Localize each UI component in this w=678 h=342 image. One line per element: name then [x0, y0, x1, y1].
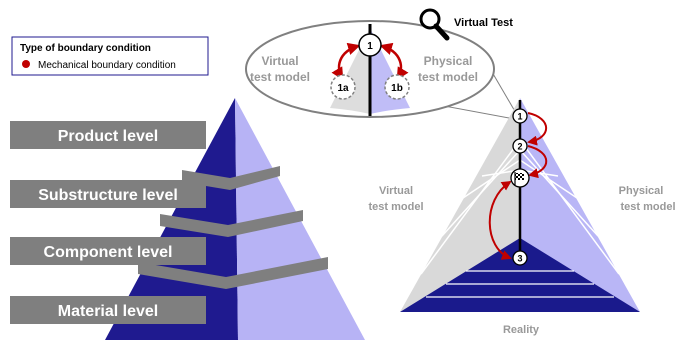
- right-node-2: [512, 138, 528, 154]
- right-node-1: [512, 108, 528, 124]
- right-node-2-label: 2: [517, 142, 522, 152]
- level-bar-product: [10, 121, 206, 149]
- virtual-test-label: Virtual Test: [454, 17, 513, 29]
- reality-label: Reality: [503, 324, 540, 336]
- right-node-3-label: 3: [517, 254, 522, 264]
- legend-title: Type of boundary condition: [20, 43, 151, 54]
- level-label-component: Component level: [44, 244, 173, 261]
- level-bar-substructure: [10, 180, 206, 208]
- magnified-virtual-line1: Virtual: [261, 54, 298, 68]
- legend-red-dot: [22, 60, 30, 68]
- right-node-1-label: 1: [517, 112, 522, 122]
- arrow-2-to-flag: [527, 145, 548, 179]
- right-pyramid: 1 2 3: [400, 98, 640, 312]
- level-bar-material: [10, 296, 206, 324]
- level-bar-component: [10, 237, 206, 265]
- magnified-node-1b: [384, 74, 410, 100]
- magnified-physical-line1: Physical: [424, 54, 473, 68]
- magnified-node-1a-label: 1a: [337, 83, 349, 94]
- pyramid-band-2: [160, 210, 303, 237]
- magnified-view: Virtual test model Physical test model 1…: [245, 20, 495, 118]
- arrow-flag-to-3: [488, 180, 512, 260]
- pyramid-band-1: [182, 166, 280, 190]
- magnified-node-1-label: 1: [367, 41, 373, 52]
- magnifier-icon: [419, 8, 450, 41]
- checkered-flag-icon: [510, 168, 530, 188]
- legend-item-label: Mechanical boundary condition: [38, 60, 176, 71]
- magnified-node-1b-label: 1b: [391, 83, 403, 94]
- magnified-node-1a: [330, 74, 356, 100]
- magnified-virtual-line2: test model: [250, 70, 310, 84]
- virtual-label-line2: test model: [368, 201, 423, 213]
- physical-label-line2: test model: [620, 201, 675, 213]
- right-node-3: [512, 250, 528, 266]
- reality-face: [400, 238, 640, 312]
- arrow-1-to-2: [527, 112, 547, 146]
- left-pyramid: Product level Substructure level Compone…: [10, 98, 365, 340]
- magnified-physical-line2: test model: [418, 70, 478, 84]
- physical-label-line1: Physical: [619, 185, 664, 197]
- virtual-label-line1: Virtual: [379, 185, 413, 197]
- legend-box: Type of boundary condition Mechanical bo…: [11, 36, 209, 76]
- pyramid-band-3: [138, 257, 328, 289]
- level-label-product: Product level: [58, 128, 158, 145]
- level-label-substructure: Substructure level: [38, 187, 178, 204]
- magnified-node-1: [358, 33, 382, 57]
- level-label-material: Material level: [58, 303, 159, 320]
